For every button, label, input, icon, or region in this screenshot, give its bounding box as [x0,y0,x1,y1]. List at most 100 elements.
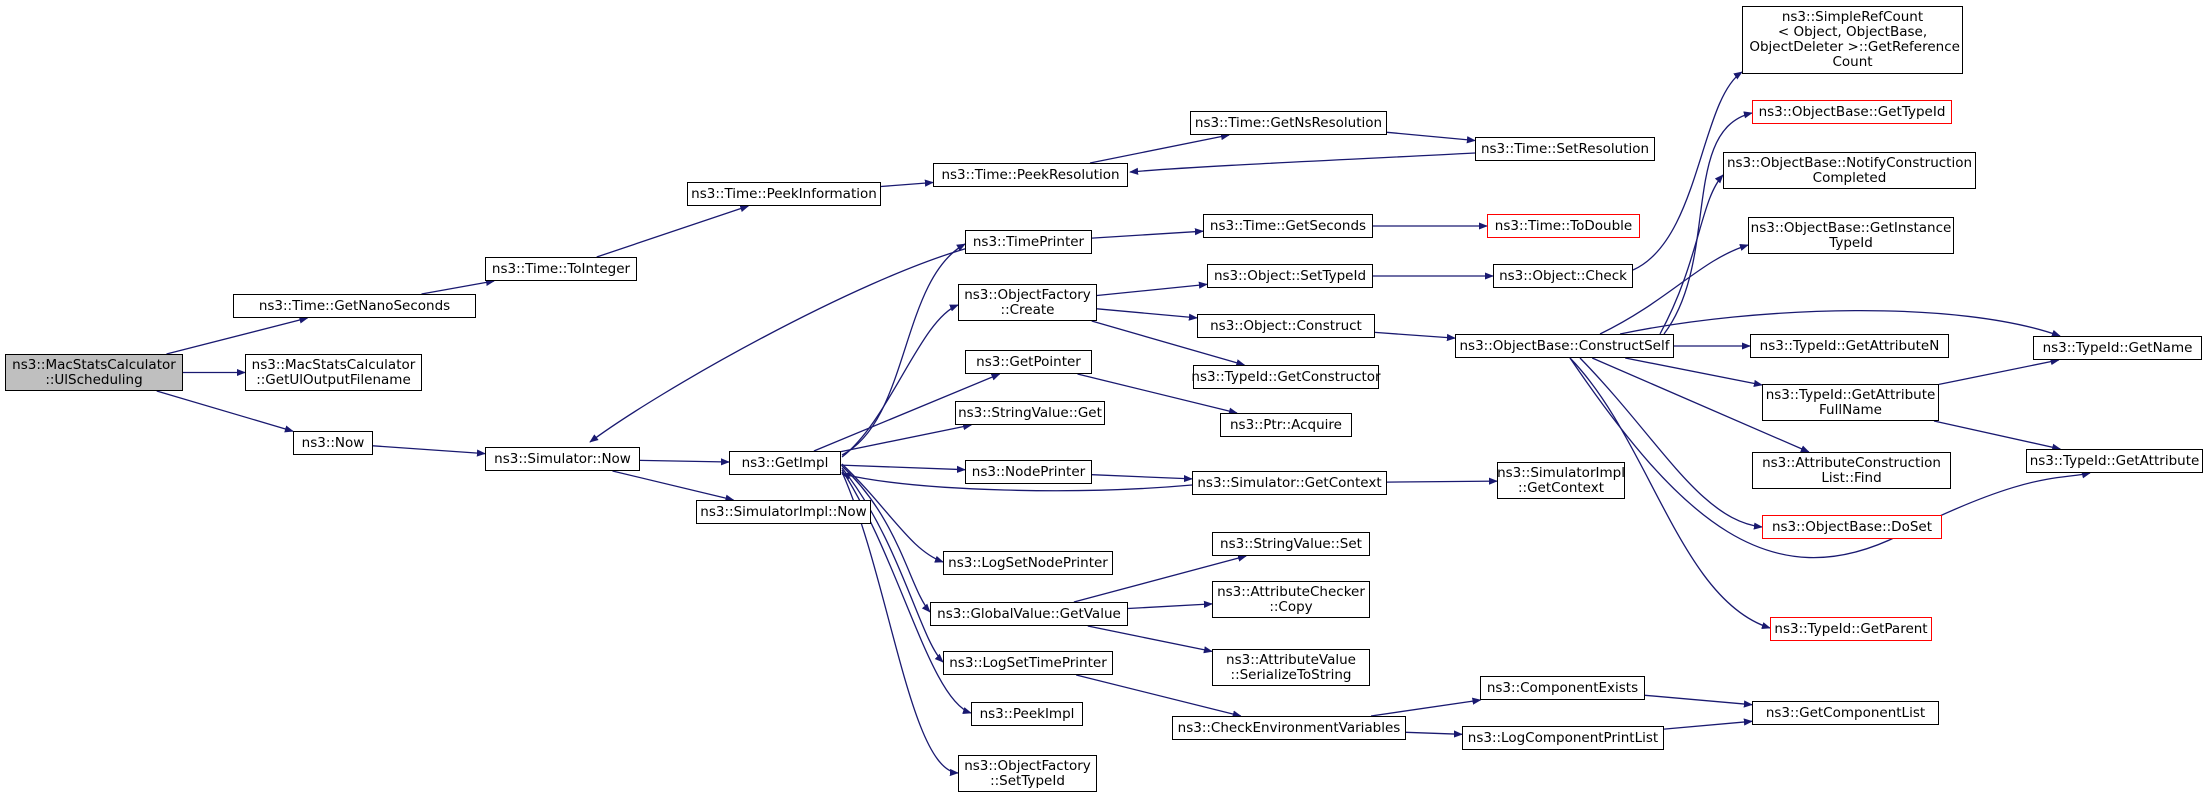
node-n3[interactable]: ns3::Now [293,431,373,455]
edge-n30-n31 [1386,477,1498,485]
node-n5[interactable]: ns3::Time::PeekInformation [687,182,881,206]
node-n4[interactable]: ns3::Time::ToInteger [485,257,637,281]
node-n49[interactable]: ns3::TypeId::GetAttribute [2026,449,2203,473]
node-n29[interactable]: ns3::Ptr::Acquire [1220,413,1352,437]
node-n39[interactable]: ns3::SimpleRefCount < Object, ObjectBase… [1742,6,1963,74]
node-n34[interactable]: ns3::AttributeValue ::SerializeToString [1212,649,1370,686]
edge-n6-n7 [1089,133,1230,164]
node-n12[interactable]: ns3::TimePrinter [965,230,1092,254]
edge-n16-n30 [1091,474,1193,483]
edge-n18-n32 [1073,554,1247,603]
edge-n13-n24 [1096,281,1208,297]
edge-n4-n5 [596,205,750,258]
node-n7[interactable]: ns3::Time::GetNsResolution [1190,111,1387,135]
edge-n35-n37 [1405,730,1463,738]
edge-n10-n16 [840,464,966,473]
edge-n8-n6 [1129,152,1476,175]
edge-n10-n15 [840,423,973,453]
node-n24[interactable]: ns3::Object::SetTypeId [1207,264,1373,288]
edge-n7-n8 [1386,131,1476,144]
node-n35[interactable]: ns3::CheckEnvironmentVariables [1172,716,1406,740]
edge-n37-n38 [1663,718,1753,730]
node-n19[interactable]: ns3::LogSetTimePrinter [943,651,1113,675]
edge-n10-n12 [841,243,966,456]
edge-n10-n19 [841,467,944,663]
node-n47[interactable]: ns3::TypeId::GetParent [1770,617,1932,641]
node-n0: ns3::MacStatsCalculator ::UlScheduling [5,354,183,391]
edge-n12-n9 [589,247,969,443]
node-n11[interactable]: ns3::SimulatorImpl::Now [696,500,871,524]
node-n41[interactable]: ns3::ObjectBase::NotifyConstruction Comp… [1723,152,1976,189]
node-n36[interactable]: ns3::ComponentExists [1480,676,1645,700]
edge-n12-n22 [1091,228,1204,239]
node-n37[interactable]: ns3::LogComponentPrintList [1462,726,1664,750]
node-n15[interactable]: ns3::StringValue::Get [955,401,1105,425]
node-n32[interactable]: ns3::StringValue::Set [1212,532,1370,556]
edge-n10-n18 [841,465,931,613]
node-n45[interactable]: ns3::AttributeConstruction List::Find [1752,452,1951,489]
edge-n0-n1 [166,316,309,355]
edge-n18-n34 [1087,625,1213,654]
edge-n44-n48 [1938,358,2060,386]
edge-n27-n46 [1579,357,1763,530]
node-n13[interactable]: ns3::ObjectFactory ::Create [958,284,1097,321]
edge-n10-n13 [841,304,959,458]
node-n16[interactable]: ns3::NodePrinter [965,460,1092,484]
node-n43[interactable]: ns3::TypeId::GetAttributeN [1750,334,1949,358]
edge-n27-n44 [1625,357,1763,387]
edge-n14-n29 [1077,373,1238,415]
edge-n27-n42 [1599,243,1749,335]
node-n48[interactable]: ns3::TypeId::GetName [2033,336,2202,360]
edge-n27-n47 [1569,357,1771,630]
node-n28[interactable]: ns3::TypeId::GetConstructor [1191,365,1381,389]
edge-n18-n33 [1127,600,1213,610]
edge-n19-n35 [1076,674,1242,718]
edge-n44-n49 [1933,420,2062,451]
node-n33[interactable]: ns3::AttributeChecker ::Copy [1212,581,1370,618]
edge-n1-n4 [421,278,495,295]
edge-n0-n3 [156,390,294,433]
node-n44[interactable]: ns3::TypeId::GetAttribute FullName [1762,384,1939,421]
node-n31[interactable]: ns3::SimulatorImpl ::GetContext [1497,462,1625,499]
node-n38[interactable]: ns3::GetComponentList [1752,701,1939,725]
node-n2[interactable]: ns3::MacStatsCalculator ::GetUlOutputFil… [245,354,422,391]
edge-n35-n36 [1370,697,1482,717]
node-n6[interactable]: ns3::Time::PeekResolution [933,163,1128,187]
node-n23[interactable]: ns3::Time::ToDouble [1487,214,1640,238]
edge-n27-n48 [1619,309,2061,337]
node-n14[interactable]: ns3::GetPointer [965,350,1092,374]
edge-n27-n41 [1659,174,1724,335]
node-n20[interactable]: ns3::PeekImpl [971,702,1083,726]
edge-n9-n11 [612,470,735,502]
node-n42[interactable]: ns3::ObjectBase::GetInstance TypeId [1748,217,1954,254]
node-n10[interactable]: ns3::GetImpl [729,451,841,475]
node-n8[interactable]: ns3::Time::SetResolution [1475,137,1655,161]
edge-n36-n38 [1644,694,1753,708]
edge-n25-n39 [1632,71,1743,271]
edge-n13-n28 [1091,320,1246,367]
edge-n13-n26 [1096,308,1198,321]
edge-n27-n49 [1569,357,2091,559]
node-n9[interactable]: ns3::Simulator::Now [485,447,640,471]
edge-n27-n45 [1591,357,1810,453]
node-n26[interactable]: ns3::Object::Construct [1197,314,1375,338]
edge-n3-n9 [372,445,486,457]
node-n18[interactable]: ns3::GlobalValue::GetValue [930,602,1128,626]
node-n40[interactable]: ns3::ObjectBase::GetTypeId [1752,100,1952,124]
node-n30[interactable]: ns3::Simulator::GetContext [1192,471,1387,495]
edge-n5-n6 [880,179,934,188]
node-n21[interactable]: ns3::ObjectFactory ::SetTypeId [958,755,1097,792]
node-n1[interactable]: ns3::Time::GetNanoSeconds [233,294,476,318]
node-n22[interactable]: ns3::Time::GetSeconds [1203,214,1373,238]
edge-n26-n27 [1374,331,1456,342]
edge-n10-n14 [813,373,1001,452]
node-n17[interactable]: ns3::LogSetNodePrinter [943,551,1113,575]
edge-n30-n10 [841,472,1193,492]
edge-n27-n40 [1663,111,1753,335]
node-n25[interactable]: ns3::Object::Check [1493,264,1633,288]
edge-n10-n17 [841,463,944,563]
node-n46[interactable]: ns3::ObjectBase::DoSet [1762,515,1942,539]
node-n27[interactable]: ns3::ObjectBase::ConstructSelf [1455,334,1674,358]
